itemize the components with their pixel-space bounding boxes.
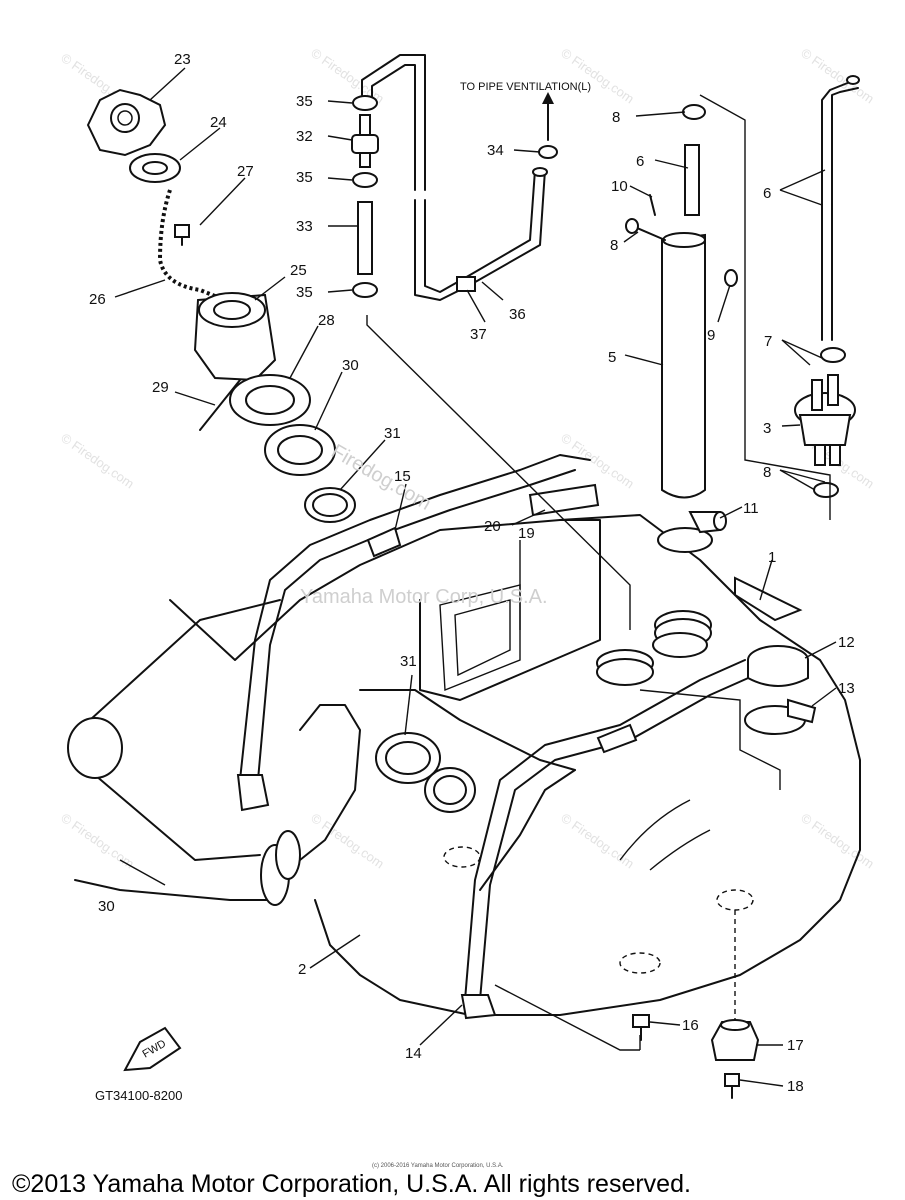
callout-33: 33 [296, 218, 313, 235]
callout-14: 13 [838, 680, 855, 697]
callout-22: 23 [174, 51, 191, 68]
watermark-center: Yamaha Motor Corp, U.S.A. [300, 586, 548, 608]
washer-10 [724, 269, 738, 287]
callout-4: 5 [608, 349, 616, 366]
watermark-tile: © Firedog.com [798, 45, 877, 106]
callout-21: 20 [484, 518, 501, 535]
watermark-tile: © Firedog.com [308, 45, 387, 106]
callout-26: 27 [237, 163, 254, 180]
callout-35-c: 35 [296, 284, 313, 301]
bolt-19 [724, 1073, 740, 1099]
small-notice: (c) 2006-2016 Yamaha Motor Corporation, … [372, 1163, 504, 1169]
watermark-tile: © Firedog.com [558, 810, 637, 871]
callout-31-lower: 31 [400, 653, 417, 670]
clip-34 [538, 145, 558, 159]
clamp-37 [456, 276, 476, 292]
callout-37: 37 [470, 326, 487, 343]
damper-18 [710, 1019, 760, 1061]
callout-12: 11 [743, 500, 759, 517]
bolt-17 [632, 1014, 650, 1041]
callout-16: 15 [394, 468, 411, 485]
callout-15: 14 [405, 1045, 422, 1062]
callout-32: 32 [296, 128, 313, 145]
fuel-cap-22 [86, 88, 167, 157]
callout-1: 1 [768, 549, 776, 566]
pipe-6 [684, 144, 700, 216]
callout-36: 36 [509, 306, 526, 323]
filler-neck-24 [193, 292, 277, 382]
callout-9: 8 [610, 237, 618, 254]
fwd-arrow: FWD [123, 1026, 182, 1072]
pipes-5 [821, 75, 860, 341]
clip-35-b [352, 172, 378, 188]
watermark-tile: © Firedog.com [58, 430, 137, 491]
callout-31-top: 31 [384, 425, 401, 442]
callout-35-b: 35 [296, 169, 313, 186]
callout-18: 17 [787, 1037, 804, 1054]
callout-24: 25 [290, 262, 307, 279]
callout-3: 3 [763, 420, 771, 437]
check-valve-32 [351, 114, 379, 168]
tank-band [236, 454, 756, 1020]
vent-hose [361, 54, 548, 301]
callout-29: 30 [342, 357, 359, 374]
callout-30: 30 [98, 898, 115, 915]
watermark-tile: © Firedog.com [558, 430, 637, 491]
watermark-tiles: © Firedog.com © Firedog.com © Firedog.co… [58, 45, 877, 871]
cotter-11 [649, 194, 656, 216]
guide-lines [366, 94, 831, 1051]
clip-35-c [352, 282, 378, 298]
watermark-tile: © Firedog.com [798, 810, 877, 871]
leader-lines [114, 67, 837, 1087]
callout-2: 2 [298, 961, 306, 978]
fuel-tank [169, 514, 861, 1016]
watermark-tile: © Firedog.com [308, 810, 387, 871]
callout-28: 29 [152, 379, 169, 396]
pickup-pipe-4 [661, 232, 706, 499]
watermark-tile: © Firedog.com [558, 45, 637, 106]
sender-3 [794, 374, 856, 466]
callout-19: 18 [787, 1078, 804, 1095]
copyright-footer: ©2013 Yamaha Motor Corporation, U.S.A. A… [12, 1170, 691, 1198]
label-21 [528, 483, 600, 517]
filler-hose-30 [67, 599, 361, 906]
hose-33 [357, 201, 373, 275]
callout-11: 10 [611, 178, 628, 195]
screw-26 [174, 224, 190, 246]
clip-8-low [813, 482, 839, 498]
callout-27: 28 [318, 312, 335, 329]
callout-13: 12 [838, 634, 855, 651]
callout-6: 6 [636, 153, 644, 170]
callout-5: 6 [763, 185, 771, 202]
pipe-ventilation-note: TO PIPE VENTILATION(L) [460, 81, 591, 93]
label-1 [734, 576, 803, 622]
clip-35-a [352, 95, 378, 111]
elbow-12 [657, 511, 727, 553]
clip-8-top [682, 104, 706, 120]
callout-35-a: 35 [296, 93, 313, 110]
callout-7: 7 [764, 333, 772, 350]
callouts: 23 24 27 25 26 28 29 30 31 15 30 2 31 35… [89, 51, 855, 1095]
tether-25 [157, 189, 226, 302]
callout-20: 19 [518, 525, 535, 542]
callout-17: 16 [682, 1017, 699, 1034]
callout-8-top: 8 [612, 109, 620, 126]
clips-7 [820, 347, 846, 363]
callout-10: 9 [707, 327, 715, 344]
callout-34: 34 [487, 142, 504, 159]
callout-25: 26 [89, 291, 106, 308]
callout-23: 24 [210, 114, 227, 131]
callout-8-low: 8 [763, 464, 771, 481]
diagram-code: GT34100-8200 [95, 1088, 182, 1103]
